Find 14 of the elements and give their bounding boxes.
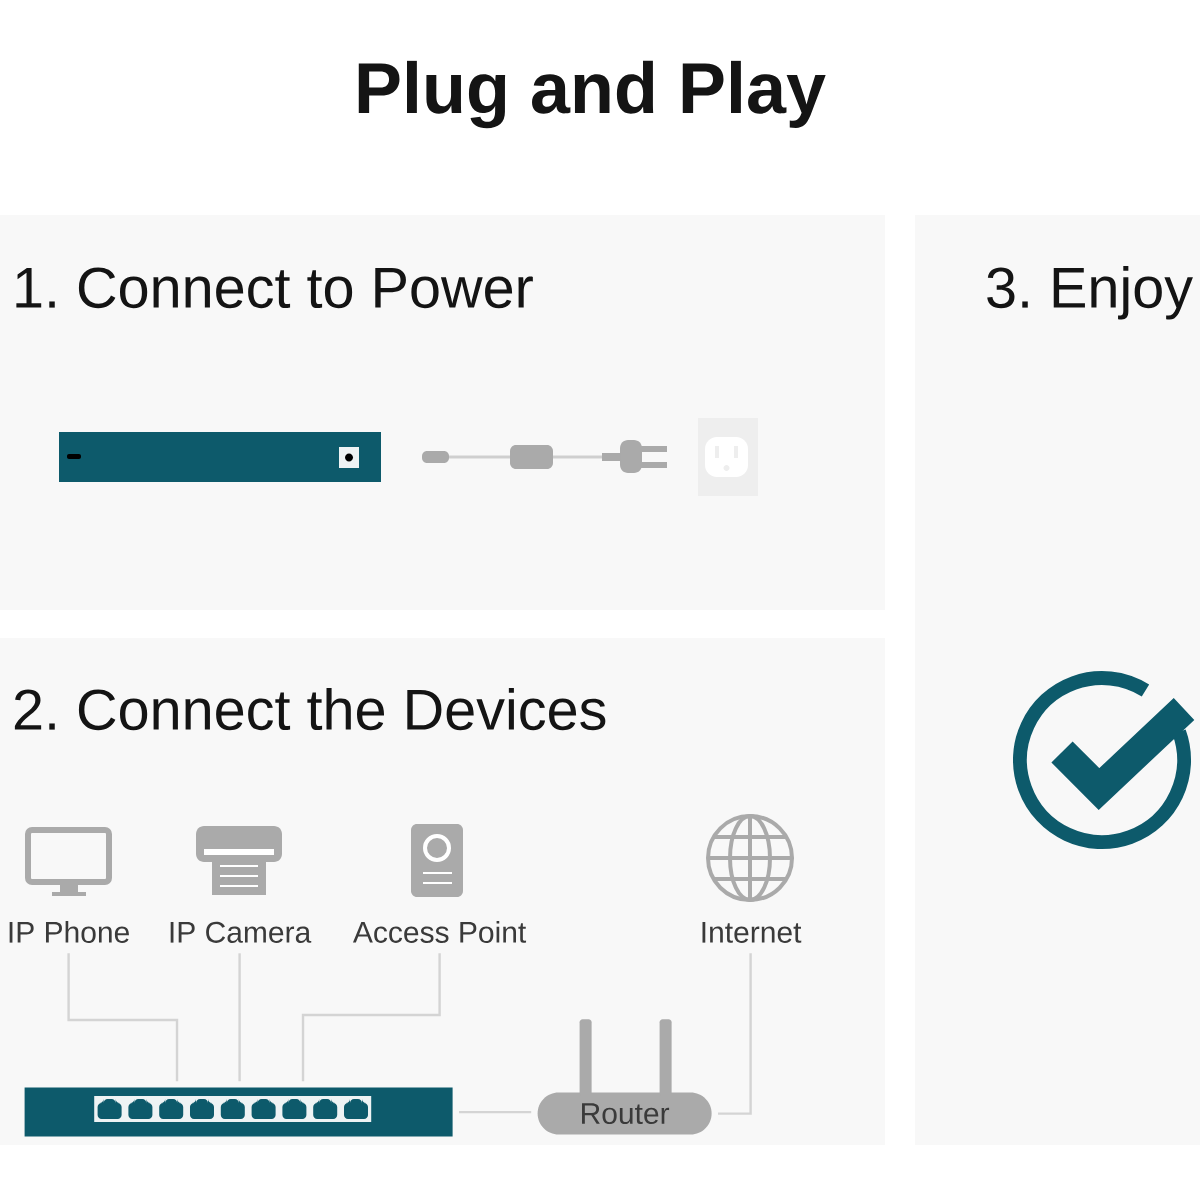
step-panel: 3. Enjoy — [915, 215, 1200, 1145]
step-panel: 1. Connect to Power — [0, 215, 885, 610]
network-switch — [24, 1087, 453, 1137]
device-label: IP Phone — [9, 920, 129, 943]
connector-line — [238, 953, 241, 1082]
connector-line — [67, 953, 179, 1082]
connector-line — [718, 953, 752, 1115]
router: Router — [537, 1019, 712, 1135]
device-label: Access Point — [352, 920, 527, 943]
device-label: IP Camera — [170, 921, 312, 943]
connector-line — [459, 1110, 532, 1114]
connector-line — [301, 953, 441, 1082]
device-label: Internet — [702, 921, 802, 943]
title: Plug and Play — [358, 60, 826, 129]
